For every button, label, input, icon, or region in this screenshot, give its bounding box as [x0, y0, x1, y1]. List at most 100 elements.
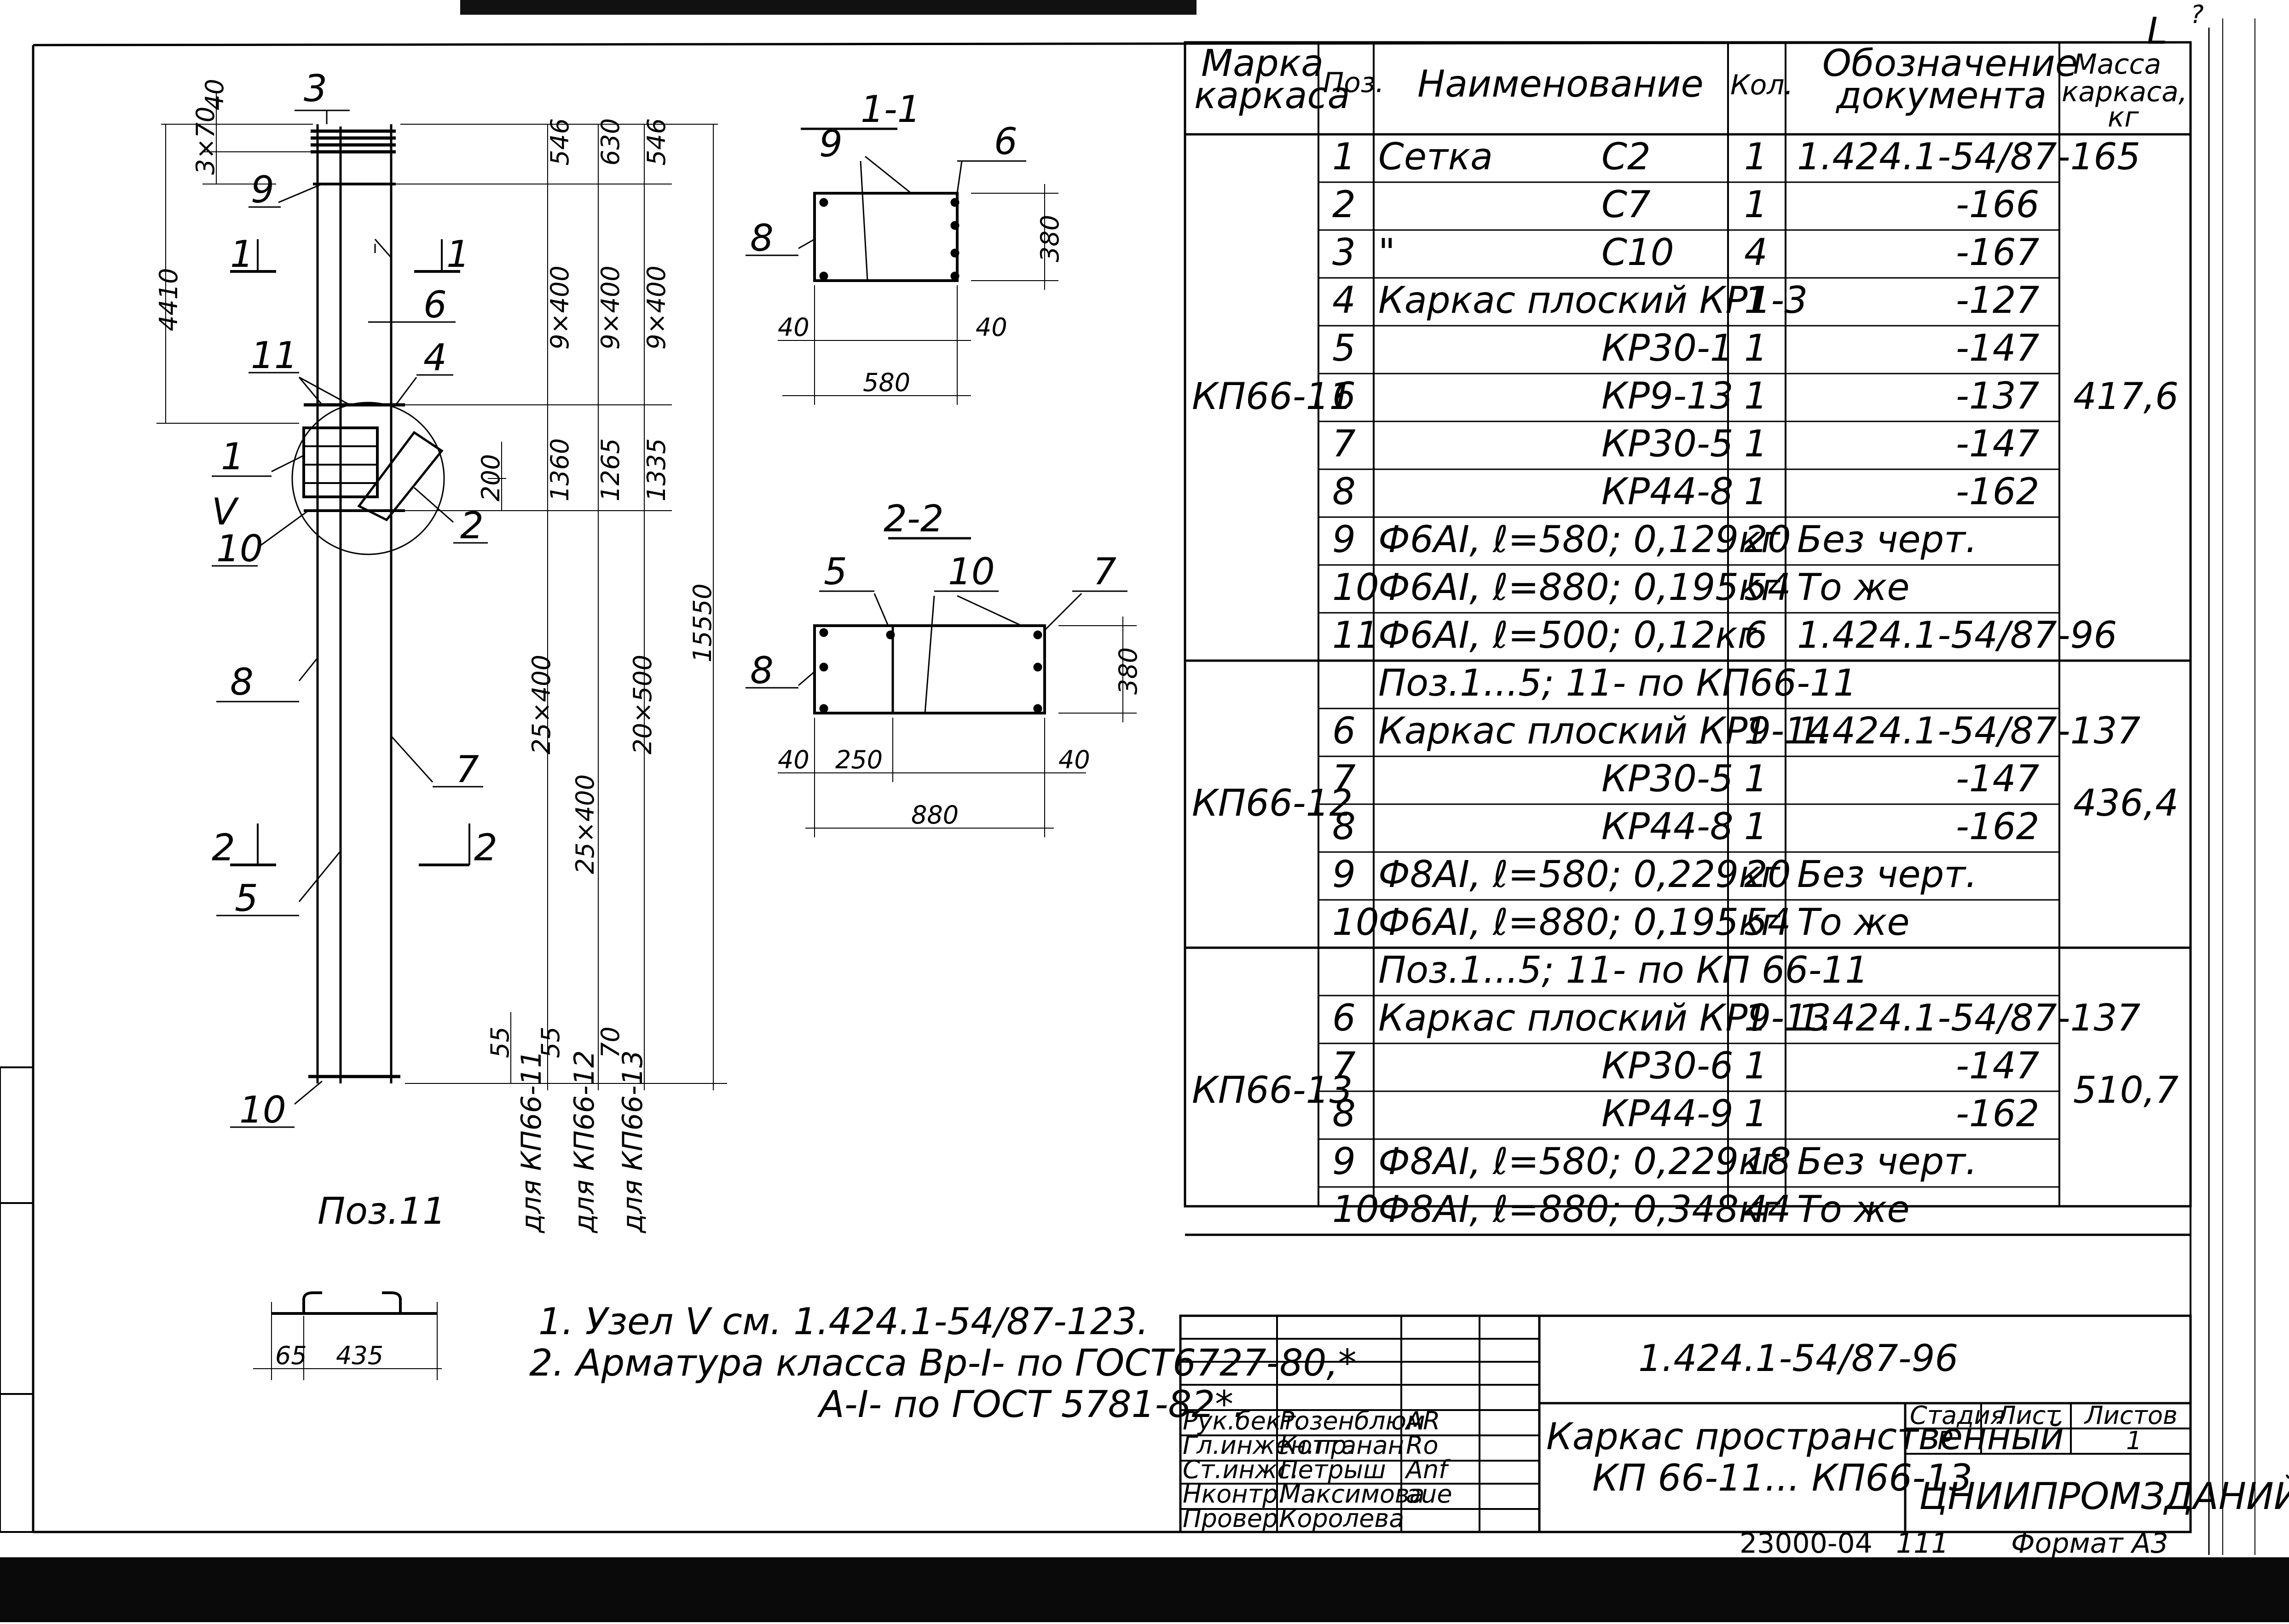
header-qty: Кол. [1730, 69, 1793, 101]
header-mass-3: кг [2108, 101, 2139, 133]
archive-number: 23000-04 [1740, 1527, 1873, 1560]
signature-role: Провер. [1183, 1504, 1286, 1533]
row-name-2: КР9-13 [1601, 374, 1734, 417]
row-pos: 6 [1332, 996, 1356, 1039]
title-block [1179, 1314, 2192, 1533]
row-qty: 20 [1744, 518, 1791, 561]
title-line-1: Каркас пространственный [1546, 1415, 2064, 1458]
row-doc: То же [1797, 1188, 1910, 1231]
callout-10b: 10 [239, 1088, 286, 1131]
signature-role: Рук.бект. [1183, 1406, 1303, 1435]
doc-code: 1.424.1-54/87-96 [1638, 1337, 1958, 1380]
callout-2: 2 [460, 504, 484, 547]
signature-role: Нконтр. [1183, 1480, 1286, 1509]
sheets-header: Листов [2084, 1401, 2178, 1430]
row-name: Каркас плоский КР9-13 [1378, 996, 1831, 1039]
spec-table-headers: Марка каркаса Поз. Наименование Кол. Обо… [1194, 42, 2187, 133]
format-label: Формат А3 [2011, 1527, 2168, 1560]
for-kp66-11: для КП66-11 [515, 1050, 548, 1233]
signature-name: Петрыш [1279, 1455, 1386, 1484]
group-mass: 417,6 [2073, 375, 2179, 418]
dim-40-top: 40 [200, 79, 229, 110]
for-kp66-12: для КП66-12 [568, 1050, 601, 1233]
header-mass-2: каркаса, [2062, 76, 2187, 108]
row-name-2: КР30-5 [1601, 422, 1734, 465]
callout-5: 5 [235, 877, 258, 920]
corner-mark-2: ? [2191, 0, 2204, 29]
sheets-value: 1 [2126, 1426, 2142, 1455]
row-qty: 54 [1744, 566, 1791, 609]
row-name: Ф6АI, ℓ=880; 0,195кг [1378, 566, 1780, 609]
row-qty: 6 [1744, 614, 1768, 657]
row-doc: 1.424.1-54/87-96 [1797, 614, 2117, 657]
row-qty: 1 [1744, 327, 1768, 369]
row-pos: 4 [1332, 279, 1356, 322]
row-name-2: КР44-9 [1601, 1092, 1734, 1135]
row-pos: 7 [1332, 1044, 1356, 1087]
dim-9x400c: 9×400 [642, 265, 671, 350]
note-1: 1. Узел V см. 1.424.1-54/87-123. [538, 1300, 1149, 1343]
row-pos: 7 [1332, 422, 1356, 465]
row-pos: 10 [1332, 566, 1379, 609]
signature-sign: Anf [1405, 1455, 1451, 1484]
row-name: Ф8АI, ℓ=580; 0,229кг [1378, 1140, 1780, 1183]
row-name-2: С7 [1601, 183, 1651, 226]
row-pos: 3 [1332, 231, 1356, 274]
top-scan-bar [460, 0, 1197, 15]
group-mark: КП66-13 [1192, 1069, 1353, 1111]
row-doc: -147 [1956, 1044, 2040, 1087]
cut-1-left: 1 [230, 233, 254, 276]
title-block-text: 1.424.1-54/87-96 Каркас пространственный… [1546, 1337, 2289, 1518]
row-qty: 1 [1744, 709, 1768, 752]
s11-dim-580: 580 [863, 368, 910, 397]
group-mark: КП66-12 [1192, 782, 1353, 824]
row-name: Каркас плоский КР9-14 [1378, 709, 1831, 752]
s22-dim-880: 880 [911, 800, 959, 829]
s11-callout-8: 8 [750, 217, 774, 259]
title-line-2: КП 66-11... КП66-13 [1592, 1457, 1972, 1499]
callout-6: 6 [423, 283, 447, 326]
row-doc: -162 [1956, 805, 2040, 848]
row-name: Поз.1...5; 11- по КП66-11 [1378, 662, 1857, 704]
s22-callout-7: 7 [1093, 550, 1116, 593]
s11-callout-6: 6 [994, 120, 1017, 163]
callout-10a: 10 [216, 527, 263, 570]
signature-role: Ст.инжс. [1183, 1455, 1299, 1484]
row-pos: 8 [1332, 805, 1356, 848]
row-pos: 2 [1332, 183, 1356, 226]
signature-name: Коттанан [1279, 1431, 1404, 1460]
row-name: Ф6АI, ℓ=500; 0,12кг [1378, 614, 1757, 657]
row-qty: 1 [1744, 757, 1768, 800]
row-qty: 1 [1744, 470, 1768, 513]
row-name-2: С2 [1601, 135, 1651, 178]
row-qty: 18 [1744, 1140, 1791, 1183]
s11-dim-40a: 40 [778, 313, 809, 342]
row-name: Каркас плоский КР1-3 [1378, 279, 1808, 322]
dim-9x400a: 9×400 [545, 265, 574, 350]
s22-dim-40a: 40 [778, 745, 809, 774]
row-pos: 8 [1332, 470, 1356, 513]
row-doc: -147 [1956, 327, 2040, 369]
dim-20x500: 20×500 [628, 655, 657, 754]
corner-mark: L [2147, 10, 2168, 52]
header-mark-1: Марка [1201, 42, 1324, 85]
row-name: Ф6АI, ℓ=880; 0,195кг [1378, 901, 1780, 944]
poz11-dim-65: 65 [275, 1341, 307, 1370]
s11-callout-9: 9 [819, 122, 843, 165]
row-pos: 10 [1332, 1188, 1379, 1231]
s22-dim-250: 250 [835, 745, 883, 774]
callout-7: 7 [456, 748, 479, 791]
header-doc-1: Обозначение [1822, 42, 2078, 85]
row-doc: То же [1797, 566, 1910, 609]
row-qty: 1 [1744, 374, 1768, 417]
dim-55a: 55 [486, 1026, 514, 1058]
row-name: " [1378, 231, 1395, 274]
dim-1335: 1335 [642, 438, 671, 501]
dim-55b: 55 [536, 1026, 565, 1058]
row-doc: То же [1797, 901, 1910, 944]
s11-dim-40b: 40 [976, 313, 1007, 342]
row-pos: 8 [1332, 1092, 1356, 1135]
row-name-2: КР44-8 [1601, 805, 1734, 848]
signature-sign: Ro [1406, 1431, 1439, 1460]
